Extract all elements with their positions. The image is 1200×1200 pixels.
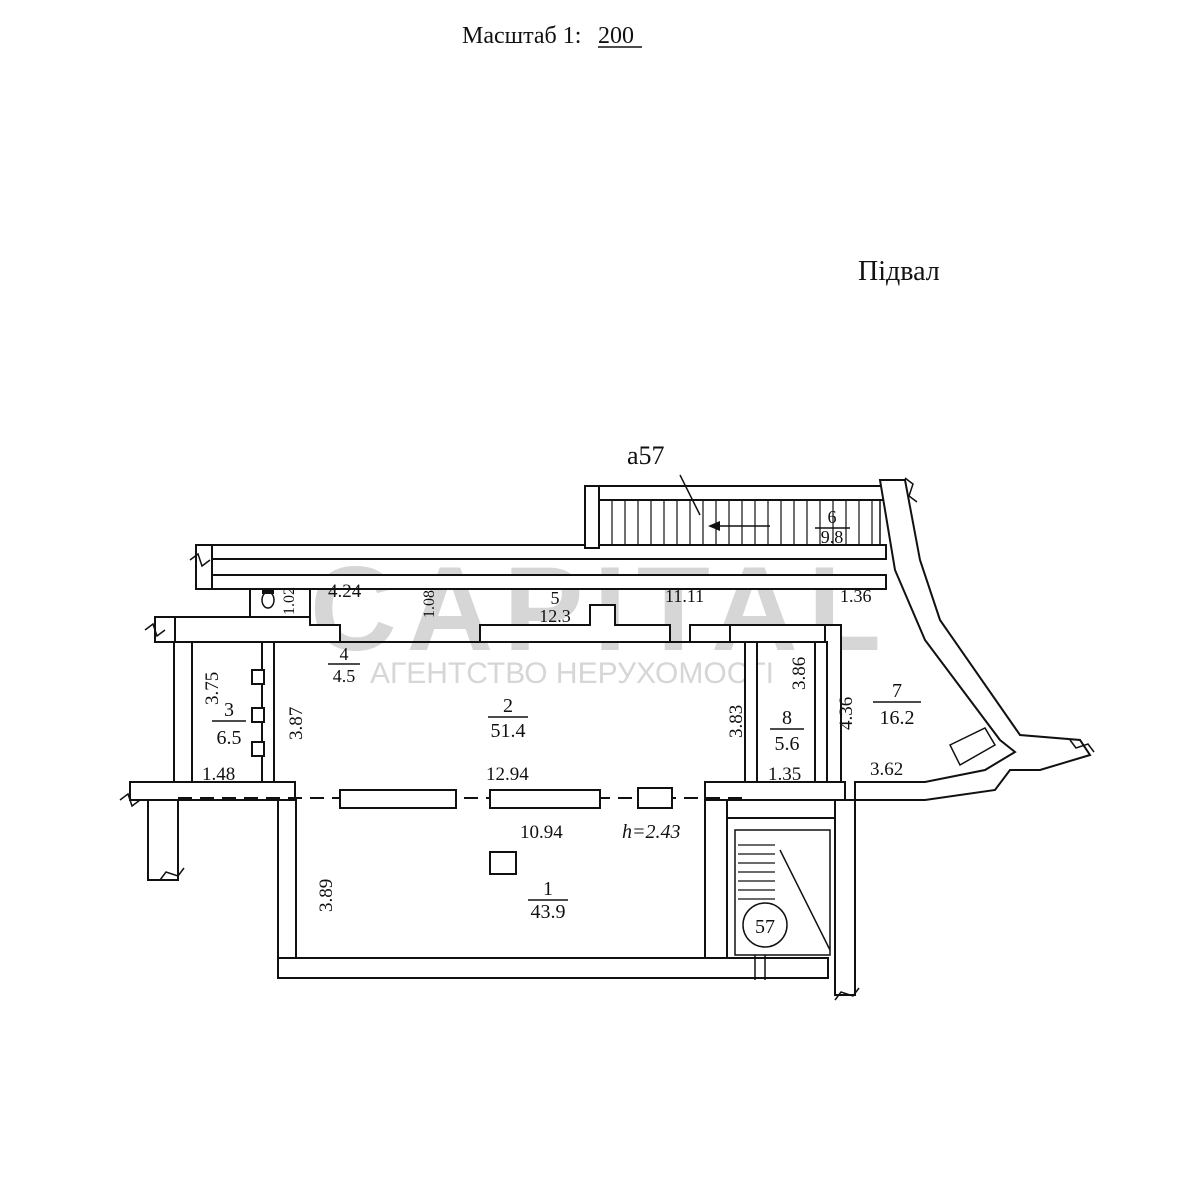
dim-4-36: 4.36: [836, 697, 857, 730]
wall-stair-right: [834, 799, 856, 996]
stair-arrow-head: [708, 521, 720, 531]
stair-label-leader: [679, 474, 701, 516]
room-labels: 2 51.4 1 43.9 3 6.5 4 4.5 5 12.3 6 9.8 7…: [212, 507, 921, 923]
dim-1-36: 1.36: [840, 586, 872, 606]
walls: [129, 479, 1092, 996]
stairwell-57: [734, 829, 831, 956]
dim-1-08: 1.08: [421, 590, 438, 618]
dim-3-75: 3.75: [202, 672, 223, 705]
wc-block: [249, 588, 311, 620]
dim-3-83: 3.83: [726, 705, 747, 738]
room3-fixtures: [251, 669, 265, 757]
building-number-circle: [742, 902, 788, 948]
room-5-number: 5: [551, 588, 560, 608]
dim-1-35: 1.35: [768, 764, 801, 785]
floor-label: Підвал: [858, 256, 940, 287]
dim-3-86: 3.86: [789, 657, 810, 690]
dim-3-62: 3.62: [870, 759, 903, 780]
dim-4-24: 4.24: [328, 581, 362, 602]
wall-room8-left: [744, 641, 758, 783]
stair-label: a57: [627, 441, 665, 470]
dim-3-87: 3.87: [286, 707, 307, 740]
room-6-area: 9.8: [821, 527, 844, 547]
door-room7: [948, 727, 997, 767]
break-marks: [119, 477, 1095, 1001]
corridor-left-wall: [195, 544, 213, 590]
wall-room1-bottom: [277, 957, 829, 979]
corridor-top-wall: [195, 544, 887, 560]
toilet-icon: [261, 590, 275, 609]
watermark-tagline: АГЕНТСТВО НЕРУХОМОСТІ: [370, 657, 774, 690]
dim-1-02: 1.02: [281, 587, 298, 615]
room-7-area: 16.2: [880, 707, 915, 729]
stair-left-wall: [584, 485, 600, 549]
stair-top-wall: [584, 485, 886, 501]
ceiling-height: h=2.43: [622, 821, 681, 843]
room-2-area: 51.4: [491, 720, 526, 742]
room-1-number: 1: [543, 878, 553, 900]
wall-room1-right: [704, 799, 728, 959]
scale-label: Масштаб 1:: [462, 23, 581, 49]
building-number: 57: [755, 916, 775, 938]
dim-1-48: 1.48: [202, 764, 235, 785]
room-6-number: 6: [828, 507, 837, 527]
dimension-labels: 3.75 3.87 1.48 12.94 10.94 3.83 3.86 1.3…: [202, 581, 903, 912]
room-8-area: 5.6: [775, 733, 800, 755]
wall-top-room8: [729, 624, 826, 643]
stair-a57: [598, 474, 881, 546]
wall-room3-left: [173, 641, 193, 791]
room-3-number: 3: [224, 699, 234, 721]
room-4-number: 4: [340, 644, 349, 664]
dim-12-94: 12.94: [486, 764, 529, 785]
dim-10-94: 10.94: [520, 822, 563, 843]
wall-left-stub: [147, 799, 179, 881]
room-3-area: 6.5: [217, 727, 242, 749]
corridor-inner-wall: [195, 574, 887, 590]
beam-line: [178, 787, 745, 875]
wall-row-bottom-left: [129, 781, 296, 801]
room-2-number: 2: [503, 695, 513, 717]
room-5-area: 12.3: [539, 606, 571, 626]
wall-room1-left: [277, 799, 297, 961]
wall-corner-top-left: [154, 616, 176, 643]
room-1-area: 43.9: [531, 901, 566, 923]
dim-11-11: 11.11: [665, 586, 704, 606]
room-4-area: 4.5: [333, 666, 356, 686]
scale-value: 200: [598, 23, 634, 49]
column-room1: [489, 851, 517, 875]
room-8-number: 8: [782, 707, 792, 729]
dim-3-89: 3.89: [316, 879, 337, 912]
right-outer-wall: [854, 479, 1092, 801]
room-7-number: 7: [892, 680, 902, 702]
wall-room8-right: [814, 641, 828, 783]
